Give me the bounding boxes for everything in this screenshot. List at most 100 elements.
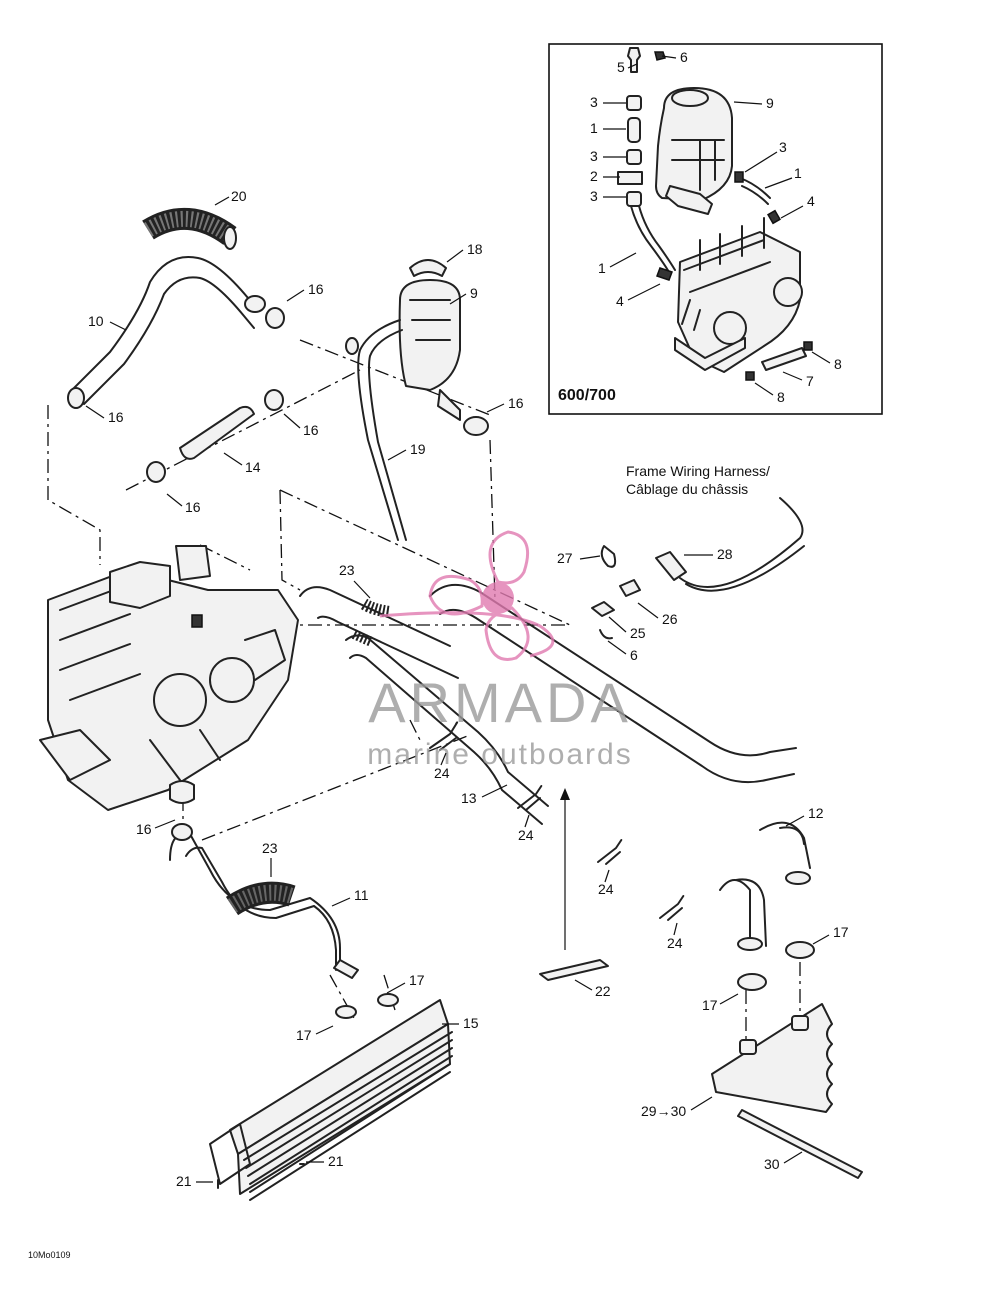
harness-label-line1: Frame Wiring Harness/ xyxy=(626,463,770,479)
inset-callout-3: 3 xyxy=(590,148,598,164)
part-callout-17: 17 xyxy=(296,1027,312,1043)
part-callout-16: 16 xyxy=(136,821,152,837)
inset-callout-7: 7 xyxy=(806,373,814,389)
part-callout-16: 16 xyxy=(303,422,319,438)
hose-14 xyxy=(146,389,284,483)
part-callout-6: 6 xyxy=(630,647,638,663)
part-callout-22: 22 xyxy=(595,983,611,999)
inset-callout-2: 2 xyxy=(590,168,598,184)
reservoir-9 xyxy=(398,259,489,436)
inset-callout-1: 1 xyxy=(794,165,802,181)
hose-11 xyxy=(169,823,359,979)
grommets-17 xyxy=(335,941,815,1019)
inset-hose-7 xyxy=(745,341,813,381)
inset-callout-4: 4 xyxy=(616,293,624,309)
plate-22 xyxy=(539,788,609,981)
inset-callout-9: 9 xyxy=(766,95,774,111)
part-leader-line xyxy=(783,1151,803,1164)
inset-leader-line xyxy=(627,283,661,301)
hose-13 xyxy=(345,584,797,825)
vent-hose-19 xyxy=(345,319,407,541)
inset-leader-line xyxy=(780,205,804,219)
inset-leader-line xyxy=(609,252,637,268)
part-callout-21: 21 xyxy=(176,1173,192,1189)
part-leader-line xyxy=(604,869,610,883)
part-callout-26: 26 xyxy=(662,611,678,627)
strip-30 xyxy=(737,1109,863,1179)
inset-leader-line xyxy=(754,382,774,396)
corrugated-hose-20 xyxy=(142,207,237,250)
engine-block xyxy=(39,545,299,811)
part-callout-9: 9 xyxy=(470,285,478,301)
part-callout-23: 23 xyxy=(262,840,278,856)
main-leaders xyxy=(85,196,830,1183)
inset-label: 600/700 xyxy=(558,387,616,404)
part-leader-line xyxy=(315,1025,334,1035)
figure-code: 10Mo0109 xyxy=(28,1250,71,1260)
part-callout-16: 16 xyxy=(508,395,524,411)
part-callout-15: 15 xyxy=(463,1015,479,1031)
part-leader-line xyxy=(85,405,105,419)
part-leader-line xyxy=(719,993,739,1005)
inset-reservoir-tank xyxy=(655,87,781,225)
part-callout-12: 12 xyxy=(808,805,824,821)
part-callout-24: 24 xyxy=(518,827,534,843)
part-callout-30: 30 xyxy=(764,1156,780,1172)
part-leader-line xyxy=(481,784,508,798)
part-callout-24: 24 xyxy=(434,765,450,781)
armada-watermark: ARMADA marine outboards xyxy=(367,530,632,771)
inset-callout-8: 8 xyxy=(777,389,785,405)
inset-leader-line xyxy=(661,55,677,59)
part-callout-20: 20 xyxy=(231,188,247,204)
part-callout-16: 16 xyxy=(185,499,201,515)
part-leader-line xyxy=(486,403,505,413)
inset-leader-line xyxy=(764,177,793,189)
inset-fitting-stack xyxy=(617,47,676,281)
part-callout-19: 19 xyxy=(410,441,426,457)
inset-callout-4: 4 xyxy=(807,193,815,209)
heat-exchanger-15 xyxy=(209,999,453,1201)
inset-callout-1: 1 xyxy=(590,120,598,136)
hose-clamps-24 xyxy=(429,721,685,921)
part-leader-line xyxy=(449,293,467,305)
part-callout-16: 16 xyxy=(108,409,124,425)
hose-23-upper xyxy=(299,586,459,679)
part-callout-24: 24 xyxy=(598,881,614,897)
part-leader-line xyxy=(166,493,183,507)
part-leader-line xyxy=(331,897,351,907)
part-callout-25: 25 xyxy=(630,625,646,641)
part-callout-17: 17 xyxy=(702,997,718,1013)
hose-10 xyxy=(67,256,285,409)
part-callout-11: 11 xyxy=(354,887,369,903)
part-callout-16: 16 xyxy=(308,281,324,297)
part-leader-line xyxy=(283,413,301,429)
part-leader-line xyxy=(353,580,371,599)
inset-callout-6: 6 xyxy=(680,49,688,65)
part-leader-line xyxy=(579,555,601,560)
inset-leaders xyxy=(603,55,831,396)
part-callout-17: 17 xyxy=(409,972,425,988)
part-leader-line xyxy=(637,602,659,619)
part-callout-29-30: 29→30 xyxy=(641,1103,686,1119)
inset-callout-3: 3 xyxy=(590,94,598,110)
part-callout-18: 18 xyxy=(467,241,483,257)
part-callout-17: 17 xyxy=(833,924,849,940)
inset-callout-1: 1 xyxy=(598,260,606,276)
harness-parts xyxy=(591,497,805,640)
part-callout-23: 23 xyxy=(339,562,355,578)
inset-leader-line xyxy=(782,371,803,381)
inset-leader-line xyxy=(744,151,778,173)
part-leader-line xyxy=(673,922,678,936)
harness-label-line2: Câblage du châssis xyxy=(626,481,748,497)
brand-name: ARMADA xyxy=(368,671,632,734)
propeller-logo xyxy=(379,530,555,661)
part-leader-line xyxy=(109,321,127,331)
inset-engine-block xyxy=(674,217,803,373)
part-leader-line xyxy=(446,249,464,263)
part-callout-21: 21 xyxy=(328,1153,344,1169)
part-leader-line xyxy=(286,289,305,302)
part-leader-line xyxy=(440,752,447,766)
inset-leader-line xyxy=(811,351,831,364)
